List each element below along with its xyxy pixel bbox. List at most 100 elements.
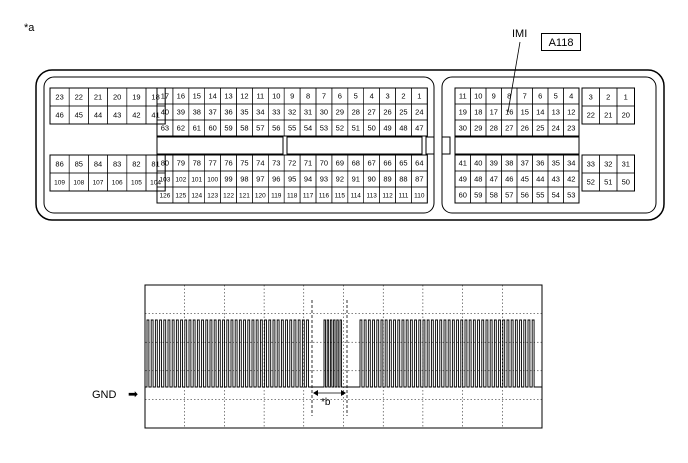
pin-label: 37	[208, 108, 216, 117]
pin-label: 50	[367, 124, 375, 133]
pin-label: 31	[622, 160, 630, 169]
pin-label: 7	[322, 92, 326, 101]
pin-label: 39	[490, 159, 498, 168]
pin-label: 18	[474, 108, 482, 117]
pin-label: 56	[272, 124, 280, 133]
pin-label: 51	[604, 178, 612, 187]
pin-cell	[616, 105, 635, 125]
pin-label: 96	[272, 175, 280, 184]
pin-label: 14	[536, 108, 544, 117]
pin-label: 84	[94, 160, 102, 169]
pin-cell	[563, 119, 580, 137]
pin-label: 40	[161, 108, 169, 117]
pin-label: 88	[399, 175, 407, 184]
pin-label: 52	[336, 124, 344, 133]
pin-label: 120	[255, 192, 266, 199]
pin-label: 123	[207, 192, 218, 199]
pin-label: 53	[567, 191, 575, 200]
pin-label: 113	[366, 192, 377, 199]
pin-label: 55	[536, 191, 544, 200]
pin-label: 54	[304, 124, 312, 133]
pin-label: 24	[415, 108, 423, 117]
pin-label: 60	[459, 191, 467, 200]
pin-label: 10	[474, 92, 482, 101]
pin-label: 44	[94, 111, 102, 120]
pin-label: 109	[54, 179, 65, 186]
signal-label: IMI	[512, 28, 528, 40]
pin-label: 100	[207, 176, 218, 183]
pin-label: 4	[370, 92, 374, 101]
pin-label: 22	[587, 111, 595, 120]
pin-label: 44	[536, 175, 544, 184]
pin-label: 93	[320, 175, 328, 184]
pin-label: 101	[191, 176, 202, 183]
pin-label: 27	[367, 108, 375, 117]
pin-label: 119	[271, 192, 282, 199]
pin-label: 21	[604, 111, 612, 120]
pin-label: 26	[521, 124, 529, 133]
pin-label: 57	[256, 124, 264, 133]
pin-label: 90	[367, 175, 375, 184]
pin-label: 54	[552, 191, 560, 200]
pin-label: 48	[399, 124, 407, 133]
pin-label: 46	[505, 175, 513, 184]
pin-label: 124	[191, 192, 202, 199]
pin-label: 111	[399, 192, 409, 199]
pin-label: 41	[459, 159, 467, 168]
pin-label: 83	[113, 160, 121, 169]
pin-label: 17	[161, 92, 169, 101]
ground-label: GND	[92, 389, 117, 401]
pin-label: 103	[160, 176, 171, 183]
pin-label: 68	[352, 159, 360, 168]
pin-label: 30	[320, 108, 328, 117]
pin-label: 4	[569, 92, 573, 101]
pin-label: 78	[193, 159, 201, 168]
pin-cell	[145, 172, 166, 192]
pin-label: 50	[622, 178, 630, 187]
pin-label: 28	[490, 124, 498, 133]
pin-label: 46	[55, 111, 63, 120]
pin-label: 82	[132, 160, 140, 169]
pin-label: 85	[75, 160, 83, 169]
pin-label: 94	[304, 175, 312, 184]
pin-label: 61	[193, 124, 201, 133]
pin-label: 117	[303, 192, 314, 199]
pin-label: 81	[151, 160, 159, 169]
pin-label: 72	[288, 159, 296, 168]
pin-label: 99	[224, 175, 232, 184]
pin-label: 49	[459, 175, 467, 184]
pin-cell	[563, 186, 580, 204]
pin-label: 42	[132, 111, 140, 120]
pin-label: 40	[474, 159, 482, 168]
pin-label: 58	[490, 191, 498, 200]
pin-label: 86	[55, 160, 63, 169]
pin-label: 77	[208, 159, 216, 168]
pin-label: 126	[160, 192, 171, 199]
pin-label: 45	[521, 175, 529, 184]
pin-label: 52	[587, 178, 595, 187]
pin-label: 31	[304, 108, 312, 117]
pin-label: 80	[161, 159, 169, 168]
pin-label: 29	[474, 124, 482, 133]
pin-label: 37	[521, 159, 529, 168]
marker-arrowhead-right	[341, 390, 346, 396]
pin-label: 29	[336, 108, 344, 117]
pin-label: 95	[288, 175, 296, 184]
pin-label: 10	[272, 92, 280, 101]
pin-label: 28	[352, 108, 360, 117]
pin-label: 36	[224, 108, 232, 117]
pin-label: 11	[459, 92, 467, 101]
pin-label: 17	[490, 108, 498, 117]
pin-label: 79	[177, 159, 185, 168]
pin-label: 47	[490, 175, 498, 184]
pin-label: 9	[290, 92, 294, 101]
pin-label: 23	[55, 93, 63, 102]
